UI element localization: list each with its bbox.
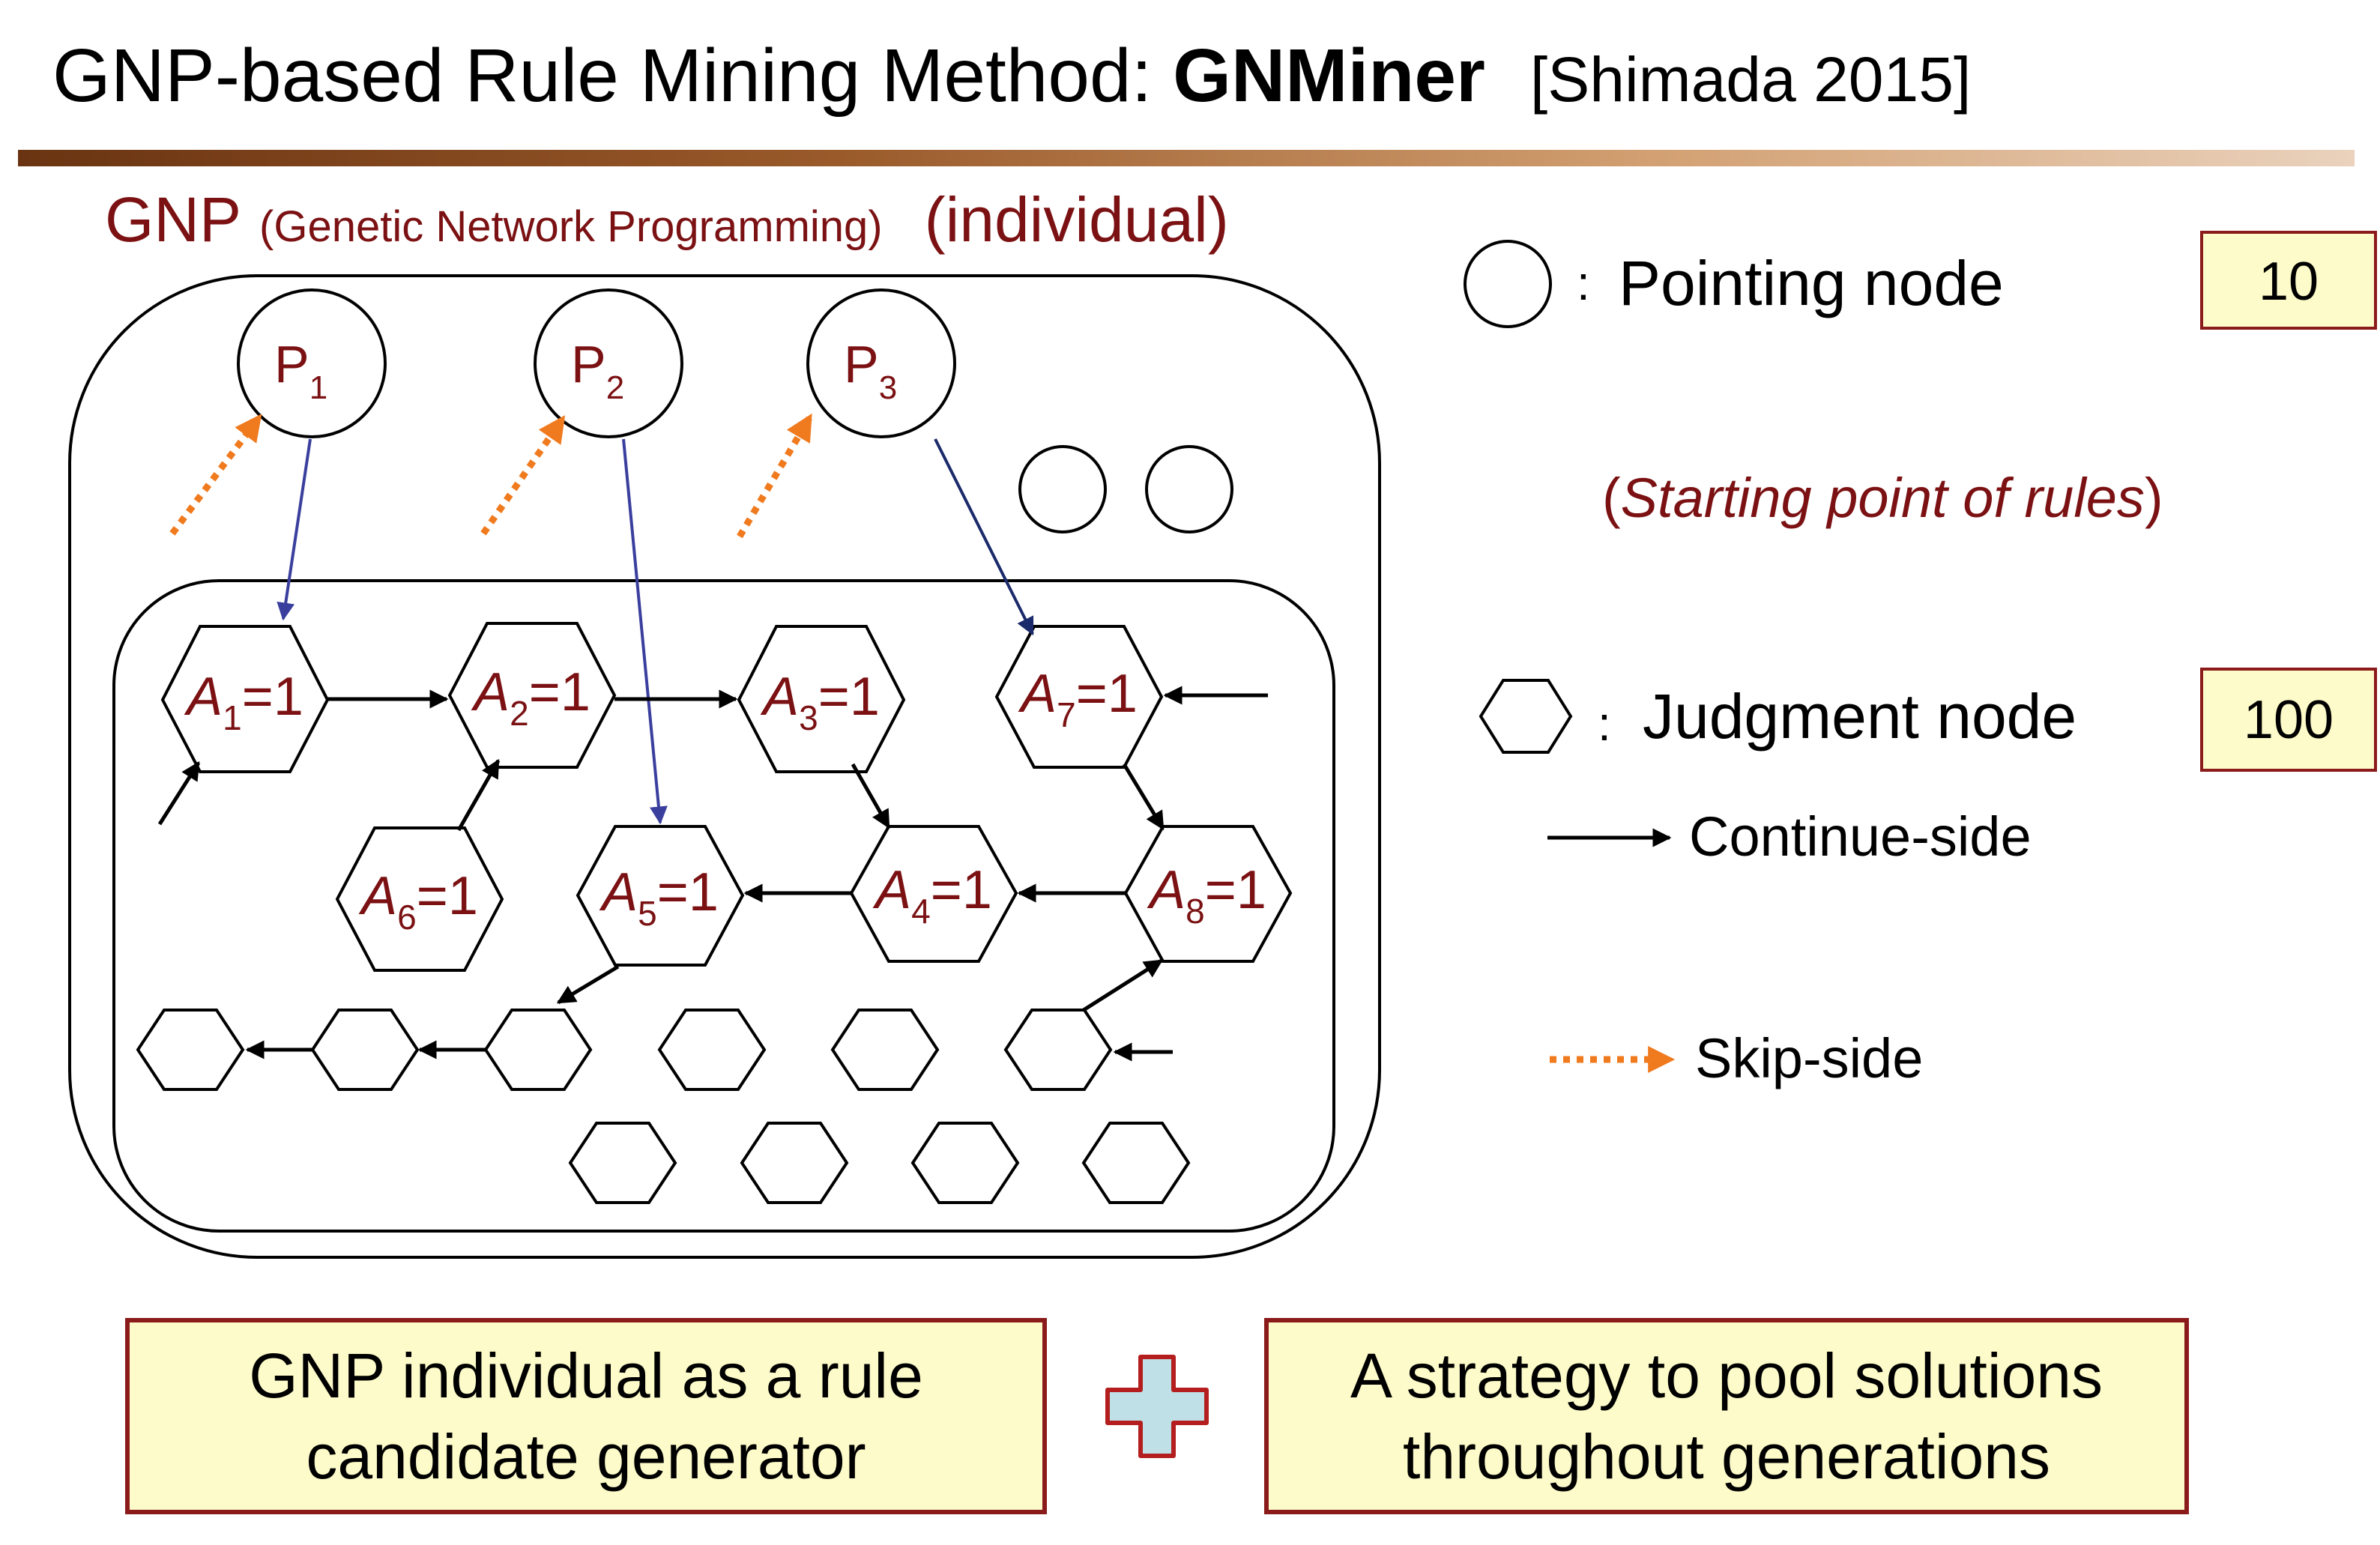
- judgment-node-unlabeled: [1081, 1122, 1191, 1204]
- gnp-individual-container: [68, 274, 1381, 1259]
- pool-strategy-line-2: throughout generations: [1403, 1421, 2050, 1492]
- continue-side-arrow: [851, 763, 891, 829]
- judgment-node-unlabeled: [310, 1009, 420, 1091]
- judgment-node-a7: A7=1: [994, 625, 1164, 769]
- gnp-label: GNP(Genetic Network Programming)(individ…: [105, 184, 1229, 255]
- pointer-arrow-p2: [622, 438, 668, 825]
- judgment-node-a1: A1=1: [160, 625, 330, 773]
- continue-side-arrow: [157, 761, 201, 826]
- generator-line-2: candidate generator: [306, 1421, 866, 1492]
- pointing-node-p1: P1: [237, 288, 387, 438]
- legend-judgment-node-icon: [1479, 679, 1573, 754]
- pointer-arrow-p3: [934, 438, 1034, 636]
- legend-separator: :: [1577, 256, 1590, 310]
- pointing-node-unlabeled: [1145, 445, 1233, 533]
- skip-side-arrow: [169, 414, 262, 536]
- pool-strategy-line-1: A strategy to pool solutions: [1350, 1340, 2103, 1411]
- judgment-node-unlabeled: [910, 1122, 1020, 1204]
- svg-text:A5=1: A5=1: [599, 862, 719, 933]
- svg-text:A6=1: A6=1: [358, 866, 478, 937]
- judgment-node-unlabeled: [1003, 1009, 1113, 1091]
- judgment-node-unlabeled: [740, 1122, 849, 1204]
- title-rule: [18, 150, 2355, 166]
- continue-side-arrow: [1082, 958, 1164, 1012]
- judgment-node-a6: A6=1: [335, 826, 504, 972]
- svg-text:A2=1: A2=1: [471, 662, 591, 733]
- continue-side-arrow: [456, 758, 501, 832]
- generator-box: GNP individual as a rule candidate gener…: [125, 1318, 1047, 1514]
- svg-text:A4=1: A4=1: [872, 860, 992, 931]
- gnp-individual-label: (individual): [925, 184, 1229, 255]
- judgment-count-box: [2200, 668, 2377, 772]
- generator-line-1: GNP individual as a rule: [249, 1340, 923, 1411]
- svg-text:P1: P1: [274, 335, 327, 406]
- legend-skip-label: Skip-side: [1695, 1027, 1923, 1089]
- legend-starting-point: (Starting point of rules): [1602, 467, 2163, 529]
- judgment-node-a2: A2=1: [447, 622, 617, 769]
- svg-text:A8=1: A8=1: [1147, 860, 1266, 931]
- judgment-node-a3: A3=1: [737, 625, 906, 773]
- legend-continue-label: Continue-side: [1689, 805, 2032, 868]
- plus-icon: [1105, 1355, 1209, 1458]
- judgment-node-unlabeled: [830, 1009, 940, 1091]
- pointing-node-unlabeled: [1018, 445, 1107, 533]
- judgment-node-a8: A8=1: [1123, 825, 1293, 963]
- title-citation: [Shimada 2015]: [1530, 44, 1971, 115]
- continue-side-arrow: [1122, 763, 1165, 831]
- judgment-node-unlabeled: [657, 1009, 767, 1091]
- slide-title: GNP-based Rule Mining Method: GNMiner[Sh…: [52, 34, 1971, 118]
- legend-pointing-node-icon: [1464, 240, 1552, 328]
- gnp-full-name: (Genetic Network Programming): [259, 202, 883, 251]
- pointing-node-p2: P2: [534, 288, 683, 438]
- title-method-name: GNMiner: [1173, 34, 1485, 118]
- judgment-node-unlabeled: [136, 1009, 245, 1091]
- judgment-count: 100: [2244, 690, 2334, 750]
- judgment-node-area: [112, 579, 1335, 1233]
- judgment-node-unlabeled: [483, 1009, 593, 1091]
- judgment-node-a4: A4=1: [849, 825, 1018, 963]
- skip-side-arrow: [737, 413, 812, 539]
- pointing-count-box: [2200, 231, 2377, 330]
- svg-text:A3=1: A3=1: [760, 667, 880, 737]
- continue-side-arrow: [556, 964, 620, 1005]
- pointer-arrow-p1: [277, 438, 312, 621]
- svg-text:A7=1: A7=1: [1018, 664, 1138, 734]
- pointing-count: 10: [2259, 252, 2319, 312]
- pool-strategy-box: A strategy to pool solutions throughout …: [1264, 1318, 2189, 1514]
- judgment-node-unlabeled: [568, 1122, 677, 1204]
- legend-pointing-label: Pointing node: [1619, 248, 2004, 318]
- pointing-node-p3: P3: [806, 288, 956, 438]
- legend-separator: :: [1598, 697, 1611, 751]
- svg-text:P2: P2: [571, 335, 624, 406]
- svg-text:A1=1: A1=1: [184, 667, 303, 737]
- legend: : Pointing node 10 (Starting point of ru…: [1464, 231, 2377, 1089]
- legend-judgment-label: Judgment node: [1643, 681, 2077, 752]
- svg-text:P3: P3: [844, 335, 897, 406]
- skip-side-arrow: [480, 415, 566, 536]
- judgment-node-a5: A5=1: [576, 825, 745, 967]
